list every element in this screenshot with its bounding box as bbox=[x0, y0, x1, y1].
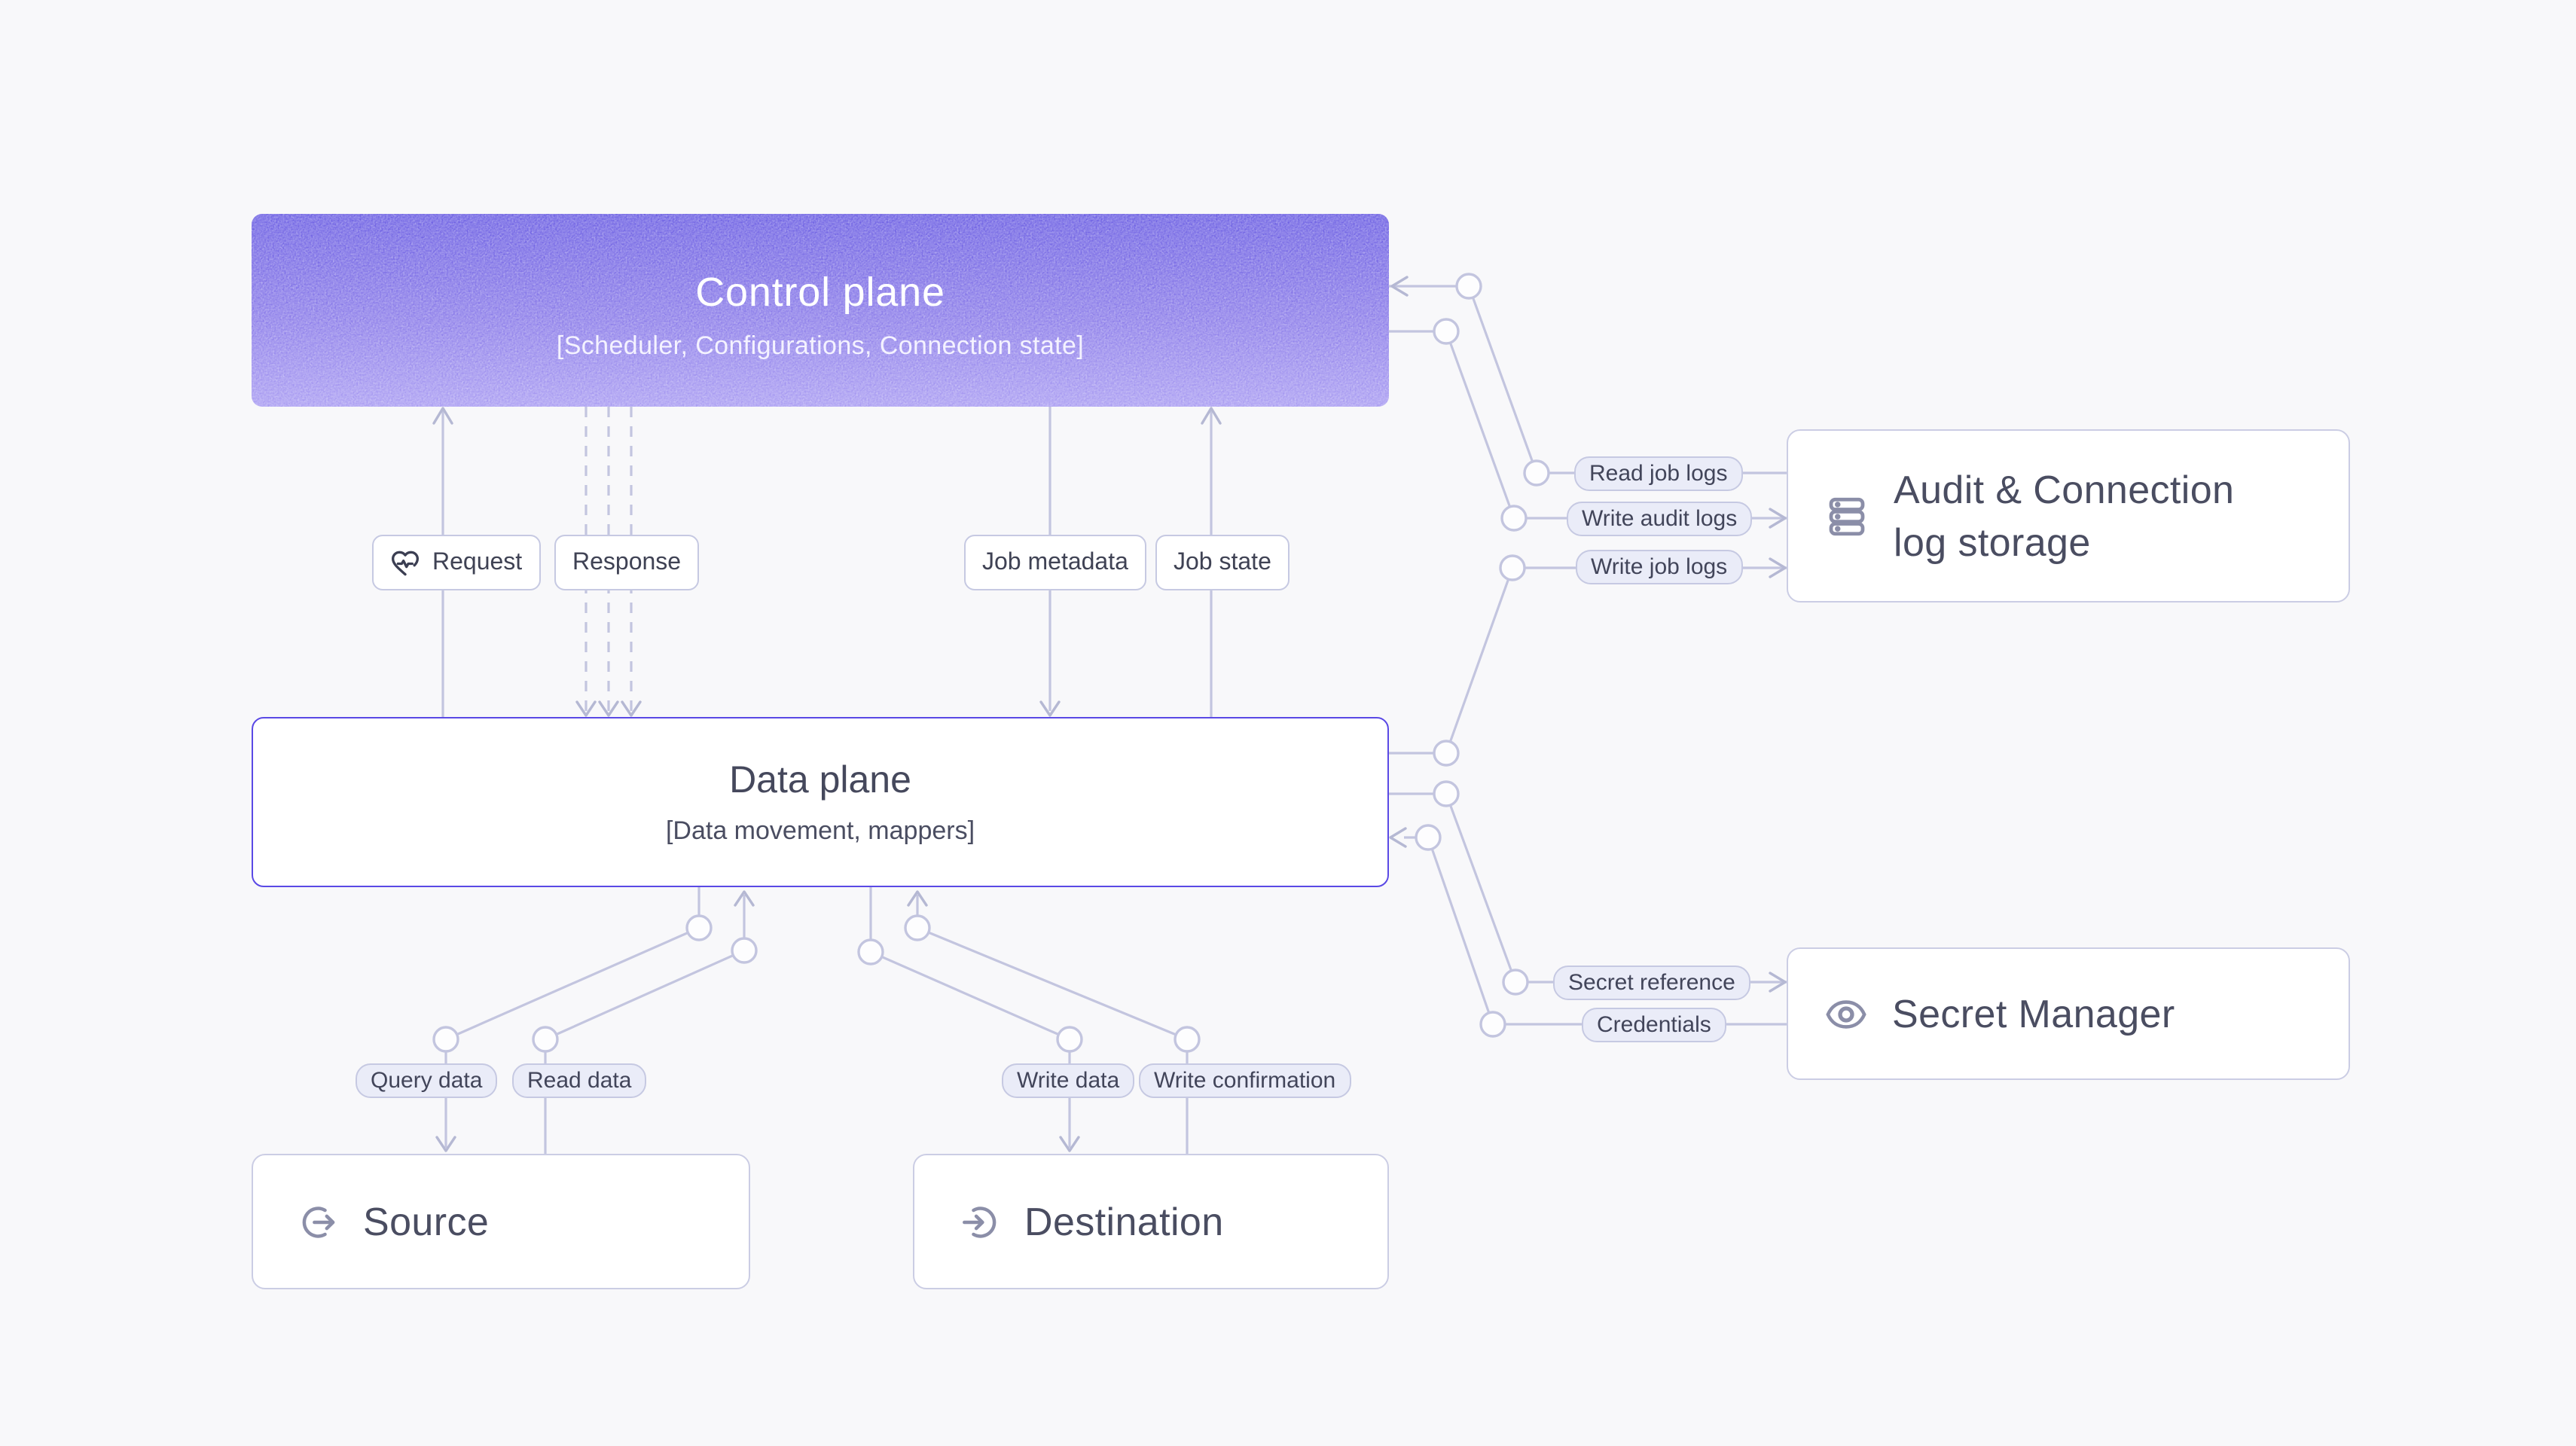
job-metadata-label-text: Job metadata bbox=[982, 549, 1128, 575]
audit-title-line1: Audit & Connection bbox=[1894, 466, 2235, 511]
write-audit-logs-label: Write audit logs bbox=[1567, 502, 1753, 536]
source-title: Source bbox=[363, 1198, 490, 1243]
read-data-label: Read data bbox=[512, 1063, 647, 1098]
query-data-label: Query data bbox=[356, 1063, 498, 1098]
response-label-text: Response bbox=[572, 549, 682, 575]
connector-node-circles bbox=[432, 273, 1550, 1053]
read-job-logs-label: Read job logs bbox=[1574, 456, 1743, 491]
credentials-label-text: Credentials bbox=[1597, 1012, 1711, 1038]
destination-title: Destination bbox=[1024, 1198, 1224, 1243]
write-audit-logs-label-text: Write audit logs bbox=[1582, 506, 1738, 532]
edge-write-data bbox=[869, 887, 1080, 1152]
data-plane-title: Data plane bbox=[729, 758, 911, 801]
edge-write-audit-logs bbox=[1389, 330, 1787, 529]
secret-manager-title: Secret Manager bbox=[1892, 990, 2175, 1036]
audit-title-line2: log storage bbox=[1894, 519, 2091, 564]
secret-manager-node: Secret Manager bbox=[1787, 947, 2350, 1080]
source-node: Source bbox=[252, 1154, 750, 1289]
control-plane-subtitle: [Scheduler, Configurations, Connection s… bbox=[556, 331, 1085, 359]
job-state-label-text: Job state bbox=[1174, 549, 1271, 575]
write-data-label-text: Write data bbox=[1017, 1068, 1120, 1094]
query-data-label-text: Query data bbox=[371, 1068, 483, 1094]
write-job-logs-label: Write job logs bbox=[1576, 550, 1743, 584]
write-confirmation-label: Write confirmation bbox=[1139, 1063, 1351, 1098]
log-out-circle-icon bbox=[302, 1206, 335, 1237]
secret-reference-label-text: Secret reference bbox=[1568, 970, 1735, 996]
edge-secret-reference bbox=[1389, 792, 1787, 993]
control-plane-node: Control plane [Scheduler, Configurations… bbox=[252, 214, 1389, 407]
credentials-label: Credentials bbox=[1582, 1008, 1726, 1042]
response-label: Response bbox=[554, 535, 700, 590]
heart-pulse-icon bbox=[392, 550, 419, 575]
write-confirmation-label-text: Write confirmation bbox=[1154, 1068, 1336, 1094]
audit-log-storage-node: Audit & Connection log storage bbox=[1787, 429, 2350, 602]
control-plane-title: Control plane bbox=[695, 269, 945, 314]
write-job-logs-label-text: Write job logs bbox=[1591, 554, 1728, 580]
job-metadata-label: Job metadata bbox=[964, 535, 1146, 590]
data-plane-node: Data plane [Data movement, mappers] bbox=[252, 717, 1389, 887]
job-state-label: Job state bbox=[1155, 535, 1290, 590]
request-label: Request bbox=[372, 535, 541, 590]
eye-icon bbox=[1826, 999, 1866, 1028]
destination-node: Destination bbox=[913, 1154, 1389, 1289]
edge-query-data bbox=[435, 887, 700, 1152]
read-job-logs-label-text: Read job logs bbox=[1589, 461, 1728, 487]
edge-response bbox=[575, 407, 642, 717]
read-data-label-text: Read data bbox=[527, 1068, 632, 1094]
data-plane-subtitle: [Data movement, mappers] bbox=[665, 816, 975, 844]
request-label-text: Request bbox=[432, 549, 523, 575]
write-data-label: Write data bbox=[1002, 1063, 1135, 1098]
edge-write-job-logs bbox=[1389, 557, 1787, 755]
log-in-circle-icon bbox=[963, 1206, 997, 1237]
edge-read-data bbox=[544, 890, 755, 1154]
edge-read-job-logs bbox=[1389, 276, 1787, 474]
database-stack-icon bbox=[1829, 496, 1865, 535]
secret-reference-label: Secret reference bbox=[1553, 966, 1750, 1000]
edge-write-confirmation bbox=[907, 890, 1189, 1154]
